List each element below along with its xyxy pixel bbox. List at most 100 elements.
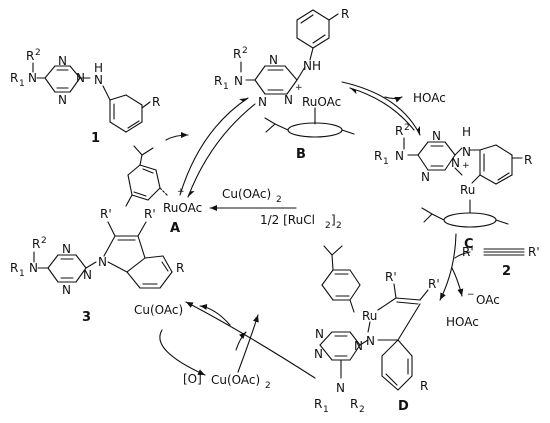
cD-amine-n: N — [336, 381, 345, 395]
reagent-oxidant: [O] — [183, 372, 202, 386]
cB-r2-label: R — [233, 47, 241, 61]
cC-r1-sup: 1 — [383, 157, 389, 167]
cC-r2-sup: 2 — [404, 123, 410, 133]
alkyne-2-labels: R' R' 2 — [462, 245, 540, 279]
reagent-rucl2-post: ] — [331, 213, 336, 227]
c1-nh-n: N — [94, 73, 103, 87]
cB-r1-sup: 1 — [223, 82, 229, 92]
intermediate-D-structure — [319, 245, 429, 391]
cB-nh: NH — [303, 59, 321, 73]
cB-ring-n-bottom: N — [258, 95, 267, 109]
cC-charge: + — [462, 161, 470, 171]
cD-ring-n-top: N — [315, 327, 324, 341]
cD-r2-sup: 2 — [359, 405, 365, 415]
cC-nh-h: H — [462, 125, 471, 139]
product-3-structure — [33, 221, 173, 289]
c3-ring-n-top: N — [62, 242, 71, 256]
c3-r1-label: R — [10, 261, 18, 275]
c3-r-prime-a: R' — [100, 207, 112, 221]
c3-r1-sup: 1 — [19, 269, 25, 279]
cD-r1-label: R — [314, 397, 322, 411]
cC-nh-n: N — [462, 145, 471, 159]
cD-anilide-n: N — [366, 334, 375, 348]
intermediate-D-label: D — [398, 399, 409, 414]
complex-C-labels: R 1 N R 2 N N N H N + Ru R C — [374, 123, 532, 252]
reagent-oac-minus-sign: − — [467, 290, 475, 300]
cC-ring-n-coord: N — [451, 156, 460, 170]
c3-r-label: R — [176, 261, 184, 275]
compound-1-labels: R 1 N R 2 N N N H N R 1 — [10, 48, 160, 146]
c3-amine-n: N — [29, 261, 38, 275]
reagent-cuoac2-mid: Cu(OAc) — [222, 187, 271, 201]
cD-ru: Ru — [362, 309, 377, 323]
cC-ru: Ru — [460, 183, 475, 197]
complex-B-structure — [240, 9, 355, 138]
complex-A-structure — [125, 145, 169, 207]
c2-r-right: R' — [528, 245, 540, 259]
cA-ruoac: RuOAc — [163, 201, 202, 215]
cD-ring-n-left: N — [314, 347, 323, 361]
complex-A-label: A — [170, 221, 180, 236]
cD-r1-sup: 1 — [323, 405, 329, 415]
cC-r2-label: R — [395, 124, 403, 138]
intermediate-D-labels: R' R' Ru N N N N N R 1 R 2 R D — [314, 270, 440, 415]
reagent-cuoac-low: Cu(OAc) — [134, 303, 183, 317]
c1-nh-h: H — [94, 61, 103, 75]
cycle-arrows — [159, 81, 471, 379]
reagent-cuoac2-low: Cu(OAc) — [211, 373, 260, 387]
compound-1-structure — [32, 62, 151, 133]
complex-A-labels: + RuOAc A — [163, 187, 202, 236]
c3-r2-label: R — [32, 237, 40, 251]
c3-r-prime-b: R' — [144, 207, 156, 221]
complex-C-structure — [403, 137, 523, 228]
c3-ring-n-bottom: N — [62, 283, 71, 297]
reagent-rucl2-pre: 1/2 [RuCl — [260, 213, 315, 227]
cB-ruoac: RuOAc — [302, 95, 341, 109]
alkyne-2-number: 2 — [502, 264, 511, 279]
cC-r1-label: R — [374, 149, 382, 163]
cB-amine-n: N — [234, 74, 243, 88]
reagent-labels: HOAc Cu(OAc) 2 1/2 [RuCl 2 ] 2 OAc − HOA… — [134, 91, 500, 391]
cC-amine-n: N — [395, 149, 404, 163]
c3-ring-n-right: N — [83, 268, 92, 282]
c1-r-label: R — [152, 95, 160, 109]
reagent-hoac-right: HOAc — [446, 315, 479, 329]
reagent-cuoac2-mid-sub: 2 — [276, 195, 282, 205]
cD-r-prime-b: R' — [428, 277, 440, 291]
cC-r-label: R — [524, 153, 532, 167]
c1-r2-label: R — [26, 49, 34, 63]
complex-B-label: B — [296, 147, 306, 162]
c1-r1-sup: 1 — [19, 79, 25, 89]
cB-r-label: R — [341, 7, 349, 21]
c1-ring-n-bottom: N — [58, 93, 67, 107]
product-3-number: 3 — [82, 310, 91, 325]
reagent-oac-minus: OAc — [476, 293, 500, 307]
compound-1-number: 1 — [91, 131, 100, 146]
reagent-cuoac2-low-sub: 2 — [265, 381, 271, 391]
cB-ring-n-coord: N — [284, 93, 293, 107]
cA-charge: + — [177, 187, 185, 197]
c2-r-left: R' — [462, 245, 474, 259]
c1-r2-sup: 2 — [35, 48, 41, 58]
reagent-rucl2-post-sub: 2 — [336, 221, 342, 231]
cC-ring-n-bottom: N — [421, 170, 430, 184]
c3-indole-n: N — [98, 255, 107, 269]
cB-charge: + — [295, 83, 303, 93]
complex-B-labels: R R 1 N R 2 N N NH N + RuOAc B — [214, 7, 349, 162]
c1-amine-n: N — [28, 71, 37, 85]
complex-C-label: C — [464, 237, 474, 252]
cD-r-label: R — [420, 379, 428, 393]
cD-r2-label: R — [350, 397, 358, 411]
cB-r2-sup: 2 — [242, 46, 248, 56]
reagent-rucl2-sub: 2 — [325, 221, 331, 231]
product-3-labels: R 2 R 1 N N N N N R' R' R 3 — [10, 207, 184, 325]
cC-ring-n-top: N — [432, 129, 441, 143]
reagent-hoac-top: HOAc — [413, 91, 446, 105]
cD-ring-n-right: N — [354, 339, 363, 353]
cD-r-prime-a: R' — [385, 270, 397, 284]
cB-r1-label: R — [214, 74, 222, 88]
c1-ring-n-top: N — [58, 54, 67, 68]
alkyne-2-structure — [483, 248, 525, 256]
